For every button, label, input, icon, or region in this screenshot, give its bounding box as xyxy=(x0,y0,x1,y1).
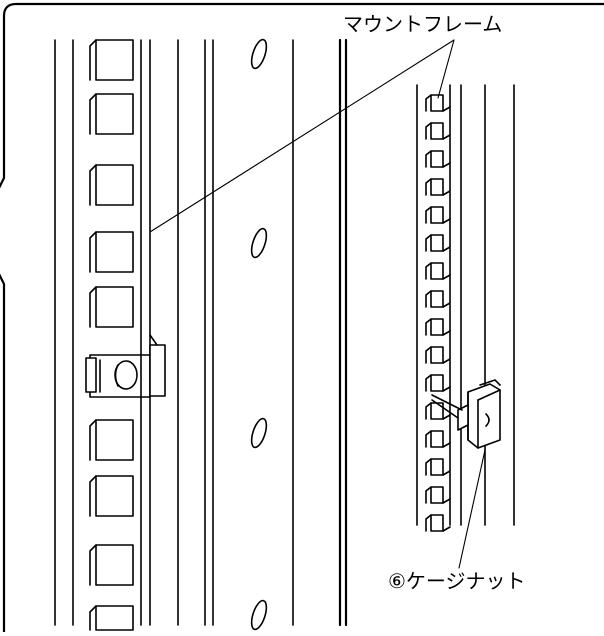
mount-frame-label: マウントフレーム xyxy=(343,12,503,36)
square-hole-depth xyxy=(89,164,97,206)
square-hole xyxy=(95,419,134,461)
square-hole xyxy=(430,458,444,476)
square-hole-depth xyxy=(425,402,451,420)
square-hole-depth xyxy=(89,39,97,81)
square-hole xyxy=(430,374,444,392)
square-hole-depth xyxy=(425,206,451,224)
leader-lines xyxy=(149,39,486,569)
cage-nut-label: ⑥ケージナット xyxy=(388,569,526,593)
square-hole xyxy=(430,122,444,140)
square-hole-depth xyxy=(89,419,97,461)
square-hole xyxy=(430,262,444,280)
square-hole-depth xyxy=(89,93,97,135)
square-hole xyxy=(95,286,134,328)
front-rail-square-holes xyxy=(89,39,134,631)
square-hole-depth xyxy=(425,514,451,532)
square-hole-depth xyxy=(425,290,451,308)
square-hole-depth xyxy=(425,150,451,168)
square-hole xyxy=(430,94,444,112)
square-hole xyxy=(430,206,444,224)
square-hole xyxy=(430,178,444,196)
square-hole xyxy=(430,318,444,336)
square-hole-depth xyxy=(89,544,97,586)
square-hole-depth xyxy=(425,234,451,252)
square-hole xyxy=(95,544,134,586)
square-hole xyxy=(95,164,134,206)
installed-cage-nut xyxy=(85,334,166,398)
square-hole-depth xyxy=(425,94,451,112)
square-hole xyxy=(95,231,134,273)
oval-slots xyxy=(250,38,268,631)
square-hole-depth xyxy=(89,231,97,273)
square-hole xyxy=(95,605,134,631)
square-hole xyxy=(430,430,444,448)
square-hole xyxy=(430,346,444,364)
square-hole-depth xyxy=(425,374,451,392)
square-hole xyxy=(430,234,444,252)
square-hole xyxy=(95,39,134,81)
square-hole-depth xyxy=(425,346,451,364)
square-hole xyxy=(430,290,444,308)
square-hole-depth xyxy=(425,430,451,448)
square-hole-depth xyxy=(89,605,97,631)
square-hole-depth xyxy=(89,475,97,517)
square-hole xyxy=(95,475,134,517)
cage-nut-being-inserted xyxy=(431,379,501,449)
square-hole xyxy=(95,93,134,135)
square-hole-depth xyxy=(425,458,451,476)
square-hole-depth xyxy=(425,262,451,280)
square-hole-depth xyxy=(425,318,451,336)
square-hole xyxy=(430,486,444,504)
front-mount-rail xyxy=(54,38,348,627)
square-hole-depth xyxy=(89,286,97,328)
square-hole xyxy=(430,514,444,532)
square-hole-depth xyxy=(425,486,451,504)
square-hole xyxy=(430,150,444,168)
square-hole-depth xyxy=(425,122,451,140)
rear-rail-square-holes xyxy=(425,94,451,532)
square-hole-depth xyxy=(425,178,451,196)
